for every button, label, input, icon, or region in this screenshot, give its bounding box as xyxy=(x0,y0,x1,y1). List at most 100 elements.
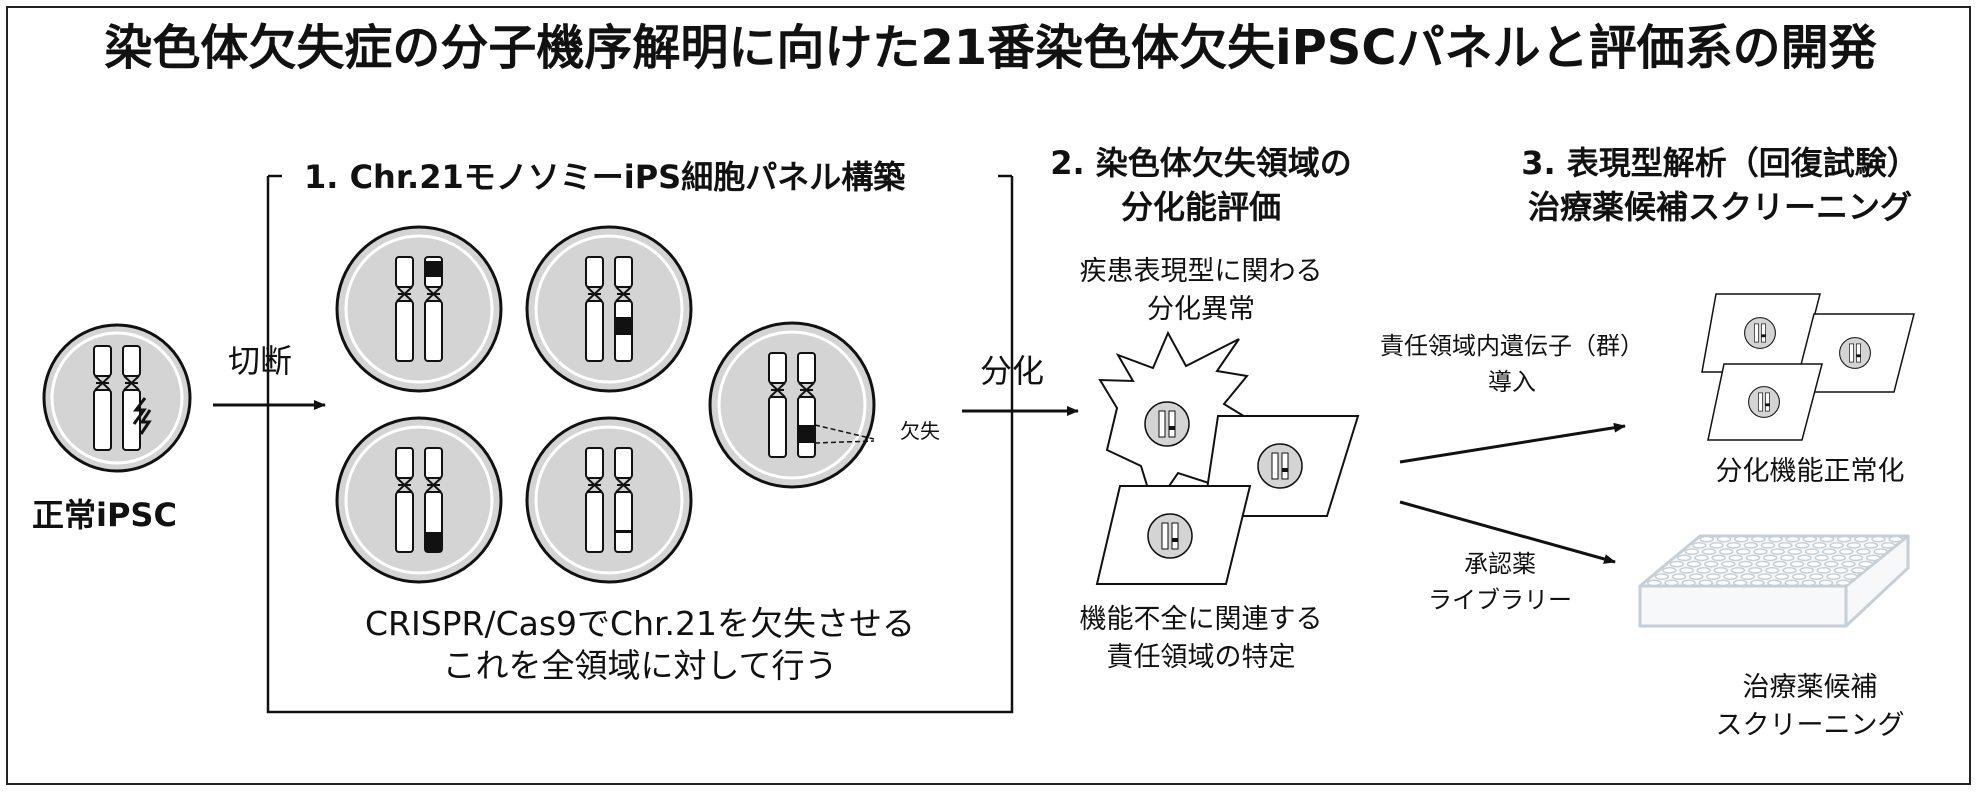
well xyxy=(1806,560,1822,568)
well xyxy=(1684,548,1700,555)
well xyxy=(1767,579,1782,587)
well xyxy=(1713,567,1729,574)
well xyxy=(1826,573,1841,580)
result-normalized-label: 分化機能正常化 xyxy=(1715,456,1905,487)
well xyxy=(1777,542,1793,549)
gene-transfer-arrow xyxy=(1399,422,1626,464)
well xyxy=(1880,542,1896,549)
well xyxy=(1804,548,1820,555)
well xyxy=(1706,573,1721,580)
well xyxy=(1821,548,1837,555)
monosomy-cell xyxy=(525,225,693,393)
well xyxy=(1843,573,1858,580)
well xyxy=(1829,542,1844,549)
step3-heading-line2: 治療薬候補スクリーニング xyxy=(1527,188,1912,226)
well xyxy=(1833,567,1849,574)
well xyxy=(1835,579,1851,587)
well xyxy=(1686,560,1702,568)
well xyxy=(1801,579,1817,587)
well xyxy=(1647,579,1662,587)
step2-heading-line1: 2. 染色体欠失領域の xyxy=(1050,144,1352,182)
well xyxy=(1850,567,1866,574)
library-line1: 承認薬 xyxy=(1464,550,1536,578)
monosomy-cell xyxy=(335,416,503,584)
library-line2: ライブラリー xyxy=(1428,586,1572,614)
deletion-label: 欠失 xyxy=(900,419,940,443)
well xyxy=(1750,579,1765,587)
well xyxy=(1846,542,1862,549)
well xyxy=(1696,567,1711,574)
gene-transfer-line2: 導入 xyxy=(1488,368,1536,396)
well xyxy=(1839,548,1854,555)
monosomy-cell xyxy=(335,225,503,393)
well xyxy=(1812,542,1827,549)
step2-top-line1: 疾患表現型に関わる xyxy=(1079,256,1323,287)
well xyxy=(1818,579,1834,587)
well xyxy=(1784,579,1799,587)
step2-bottom-line2: 責任領域の特定 xyxy=(1106,642,1296,673)
well xyxy=(1836,535,1852,543)
well xyxy=(1888,535,1903,543)
differentiate-label: 分化 xyxy=(980,352,1045,390)
well xyxy=(1755,560,1770,568)
step3-heading-line1: 3. 表現型解析（回復試験） xyxy=(1521,144,1919,182)
well xyxy=(1824,560,1839,568)
well xyxy=(1785,535,1800,543)
well xyxy=(1703,560,1719,568)
well xyxy=(1770,548,1785,555)
recovered-cell xyxy=(1707,363,1823,441)
well xyxy=(1753,548,1768,555)
library-arrow xyxy=(1399,500,1616,564)
well xyxy=(1831,554,1847,562)
well xyxy=(1816,567,1832,574)
well xyxy=(1711,554,1726,562)
step2-top-line2: 分化異常 xyxy=(1147,294,1255,325)
well xyxy=(1854,535,1869,543)
well xyxy=(1721,560,1736,568)
well xyxy=(1726,542,1741,549)
well xyxy=(1736,548,1751,555)
well xyxy=(1738,560,1753,568)
well xyxy=(1730,567,1746,574)
well xyxy=(1841,560,1856,568)
gene-transfer-line1: 責任領域内遺伝子（群） xyxy=(1380,332,1644,360)
well xyxy=(1733,535,1749,543)
well xyxy=(1871,535,1886,543)
well xyxy=(1762,554,1778,562)
well xyxy=(1740,573,1755,580)
well xyxy=(1819,535,1835,543)
step1-heading: 1. Chr.21モノソミーiPS細胞パネル構築 xyxy=(298,158,912,197)
well xyxy=(1814,554,1829,562)
well xyxy=(1662,567,1677,574)
step2-heading-line2: 分化能評価 xyxy=(1120,188,1281,226)
step1-bracket xyxy=(266,174,1014,714)
well xyxy=(1715,579,1731,587)
well xyxy=(1716,535,1732,543)
monosomy-cell xyxy=(525,416,693,584)
well xyxy=(1698,579,1714,587)
differentiated-cell xyxy=(1095,485,1252,585)
well xyxy=(1768,535,1783,543)
well xyxy=(1782,567,1797,574)
screening-line2: スクリーニング xyxy=(1715,710,1905,741)
well xyxy=(1743,542,1759,549)
page-title: 染色体欠失症の分子機序解明に向けた21番染色体欠失iPSCパネルと評価系の開発 xyxy=(104,20,1877,76)
well xyxy=(1718,548,1734,555)
well xyxy=(1751,535,1766,543)
well xyxy=(1856,548,1871,555)
well xyxy=(1728,554,1744,562)
well xyxy=(1873,548,1888,555)
well xyxy=(1709,542,1724,549)
well xyxy=(1701,548,1717,555)
well xyxy=(1723,573,1738,580)
well xyxy=(1681,579,1696,587)
well xyxy=(1688,573,1704,580)
well xyxy=(1772,560,1788,568)
well xyxy=(1732,579,1748,587)
well xyxy=(1760,542,1776,549)
well xyxy=(1765,567,1780,574)
well xyxy=(1745,554,1761,562)
well xyxy=(1780,554,1795,562)
well xyxy=(1757,573,1773,580)
